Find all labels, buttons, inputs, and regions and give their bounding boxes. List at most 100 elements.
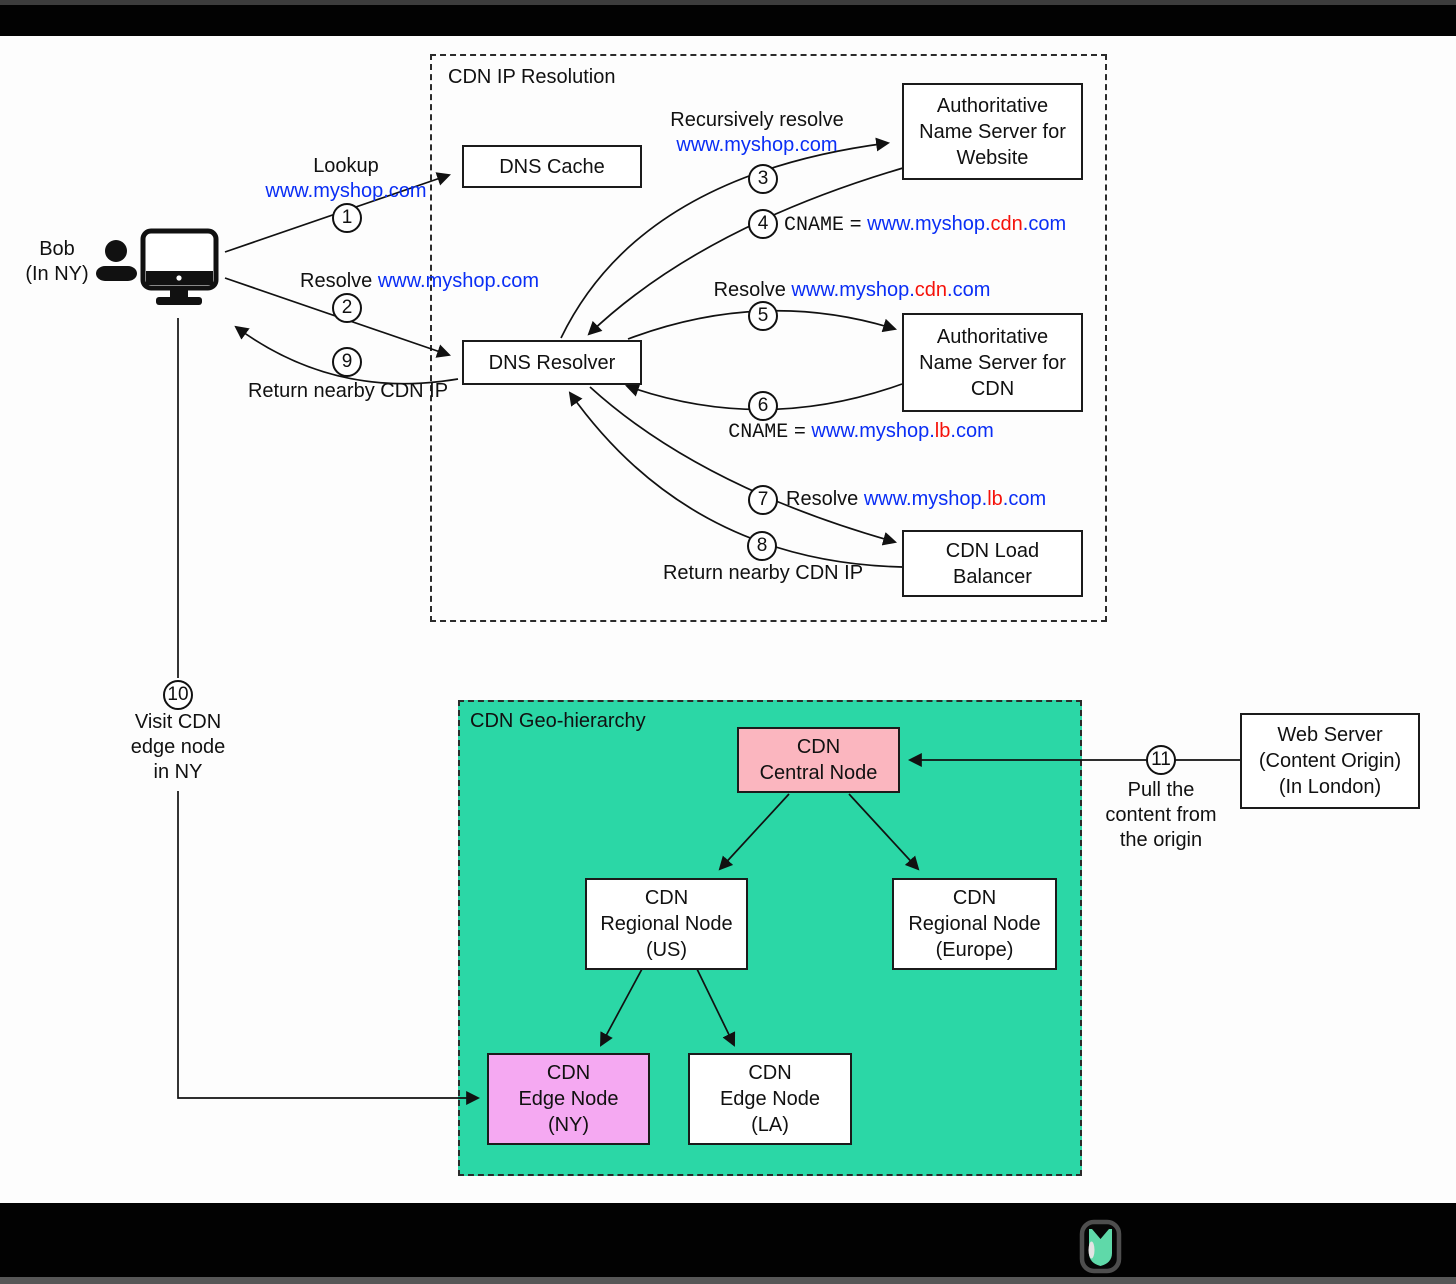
node-label-line: (LA) (751, 1114, 789, 1136)
desktop-monitor-icon (140, 228, 219, 305)
flow-cname-cdn-url-pre: www.myshop. (867, 213, 991, 235)
node-label-line: CDN (644, 887, 689, 909)
flow-label-visit-edge: Visit CDN edge node in NY (131, 710, 226, 785)
flow-label-return-ip-user: Return nearby CDN IP (247, 380, 449, 402)
node-label-line: (Content Origin) (1258, 750, 1402, 772)
node-cdn-edge-ny: CDN Edge Node (NY) (487, 1053, 650, 1145)
node-label-line: (NY) (547, 1114, 590, 1136)
node-web-server-origin: Web Server (Content Origin) (In London) (1240, 713, 1420, 809)
person-icon (96, 240, 137, 281)
flow-resolve-lb-url-post: .com (1002, 488, 1047, 510)
step-7-badge: 7 (748, 485, 778, 515)
flow-label-return-ip-resolver: Return nearby CDN IP (662, 562, 864, 584)
arrow-step-10-lower (177, 791, 481, 1105)
step-10-badge: 10 (163, 680, 193, 710)
flow-label-resolve-lb: Resolve www.myshop.lb.com (786, 487, 1046, 512)
node-cdn-edge-la: CDN Edge Node (LA) (688, 1053, 852, 1145)
flow-resolve-site-url: www.myshop.com (377, 270, 539, 292)
bytebytego-logo-icon (1079, 1219, 1122, 1274)
cdn-ip-resolution-section (430, 54, 1107, 622)
flow-label-lookup: Lookup www.myshop.com (265, 154, 426, 204)
node-label-line: DNS Resolver (488, 351, 616, 374)
node-label-line: DNS Cache (499, 155, 605, 178)
node-label-line: CDN (546, 1062, 591, 1084)
node-label-line: (US) (645, 939, 688, 961)
arrow-us-to-la (696, 968, 736, 1047)
flow-label-pull-origin: Pull the content from the origin (1105, 778, 1216, 853)
step-2-badge: 2 (332, 293, 362, 323)
flow-label-recursive: Recursively resolve www.myshop.com (670, 108, 843, 158)
node-authoritative-ns-website: Authoritative Name Server for Website (902, 83, 1083, 180)
flow-cname-cdn-url-post: .com (1022, 213, 1067, 235)
node-label-line: CDN (748, 1062, 792, 1084)
node-label-line: Web Server (1277, 724, 1383, 746)
flow-visit-edge-line: Visit CDN (134, 711, 222, 733)
flow-resolve-lb-url-pre: www.myshop. (863, 488, 988, 510)
flow-label-cname-cdn: CNAME = www.myshop.cdn.com (784, 212, 1066, 238)
flow-resolve-lb-text: Resolve (786, 488, 859, 510)
flow-label-resolve-cdn: Resolve www.myshop.cdn.com (714, 278, 991, 303)
arrow-step-4 (587, 167, 904, 336)
flow-lookup-text: Lookup (313, 155, 379, 177)
flow-resolve-cdn-url-post: .com (947, 279, 991, 301)
flow-recursive-text: Recursively resolve (670, 109, 844, 131)
flow-label-cname-lb: CNAME = www.myshop.lb.com (728, 419, 993, 445)
arrow-step-9 (234, 325, 459, 385)
flow-pull-origin-line: Pull the (1127, 779, 1195, 801)
flow-cname-cdn-key: CNAME (784, 214, 845, 237)
node-label-line: Name Server for (919, 120, 1066, 143)
flow-pull-origin-line: content from (1105, 804, 1217, 826)
flow-cname-cdn-url-hl: cdn (990, 213, 1023, 235)
step-1-badge: 1 (332, 203, 362, 233)
node-dns-cache: DNS Cache (462, 145, 642, 188)
actor-name: Bob (39, 238, 75, 260)
node-label-line: CDN Load (945, 539, 1040, 562)
flow-recursive-url: www.myshop.com (676, 134, 838, 156)
node-label-line: CDN (970, 377, 1015, 400)
arrow-us-to-ny (600, 968, 643, 1047)
arrow-step-3 (560, 137, 891, 339)
flow-visit-edge-line: edge node (130, 736, 226, 758)
node-label-line: Central Node (759, 762, 878, 784)
flow-cname-lb-url-hl: lb (934, 420, 951, 442)
step-8-badge: 8 (747, 531, 777, 561)
section-title-geo-hierarchy: CDN Geo-hierarchy (470, 710, 646, 732)
flow-lookup-url: www.myshop.com (265, 180, 427, 202)
actor-location: (In NY) (25, 263, 89, 285)
node-cdn-regional-europe: CDN Regional Node (Europe) (892, 878, 1057, 970)
flow-resolve-site-text: Resolve (300, 270, 373, 292)
node-authoritative-ns-cdn: Authoritative Name Server for CDN (902, 313, 1083, 412)
arrow-central-to-us (718, 793, 790, 871)
step-9-badge: 9 (332, 347, 362, 377)
flow-cname-lb-key: CNAME (728, 421, 789, 444)
flow-cname-lb-url-pre: www.myshop. (811, 420, 935, 442)
actor-label: Bob (In NY) (25, 237, 88, 287)
node-cdn-load-balancer: CDN Load Balancer (902, 530, 1083, 597)
step-3-badge: 3 (748, 164, 778, 194)
node-label-line: (In London) (1278, 776, 1382, 798)
flow-resolve-lb-url-hl: lb (987, 488, 1003, 510)
node-dns-resolver: DNS Resolver (462, 340, 642, 385)
step-4-badge: 4 (748, 209, 778, 239)
flow-resolve-cdn-url-hl: cdn (914, 279, 948, 301)
flow-visit-edge-line: in NY (153, 761, 203, 783)
bottom-gray-strip (0, 1277, 1456, 1284)
flow-cname-cdn-eq: = (849, 214, 862, 237)
flow-cname-lb-eq: = (793, 421, 806, 444)
node-label-line: CDN (796, 736, 841, 758)
flow-resolve-cdn-text: Resolve (713, 279, 786, 301)
node-label-line: Edge Node (518, 1088, 619, 1110)
node-label-line: Edge Node (719, 1088, 821, 1110)
node-label-line: Website (956, 146, 1029, 169)
flow-cname-lb-url-post: .com (950, 420, 994, 442)
node-label-line: Name Server for (919, 351, 1066, 374)
node-cdn-regional-us: CDN Regional Node (US) (585, 878, 748, 970)
top-gray-strip (0, 0, 1456, 5)
node-label-line: Regional Node (908, 913, 1041, 935)
arrow-central-to-europe (848, 793, 920, 871)
flow-pull-origin-line: the origin (1119, 829, 1203, 851)
section-title-ip-resolution: CDN IP Resolution (448, 66, 616, 88)
step-11-badge: 11 (1146, 745, 1176, 775)
